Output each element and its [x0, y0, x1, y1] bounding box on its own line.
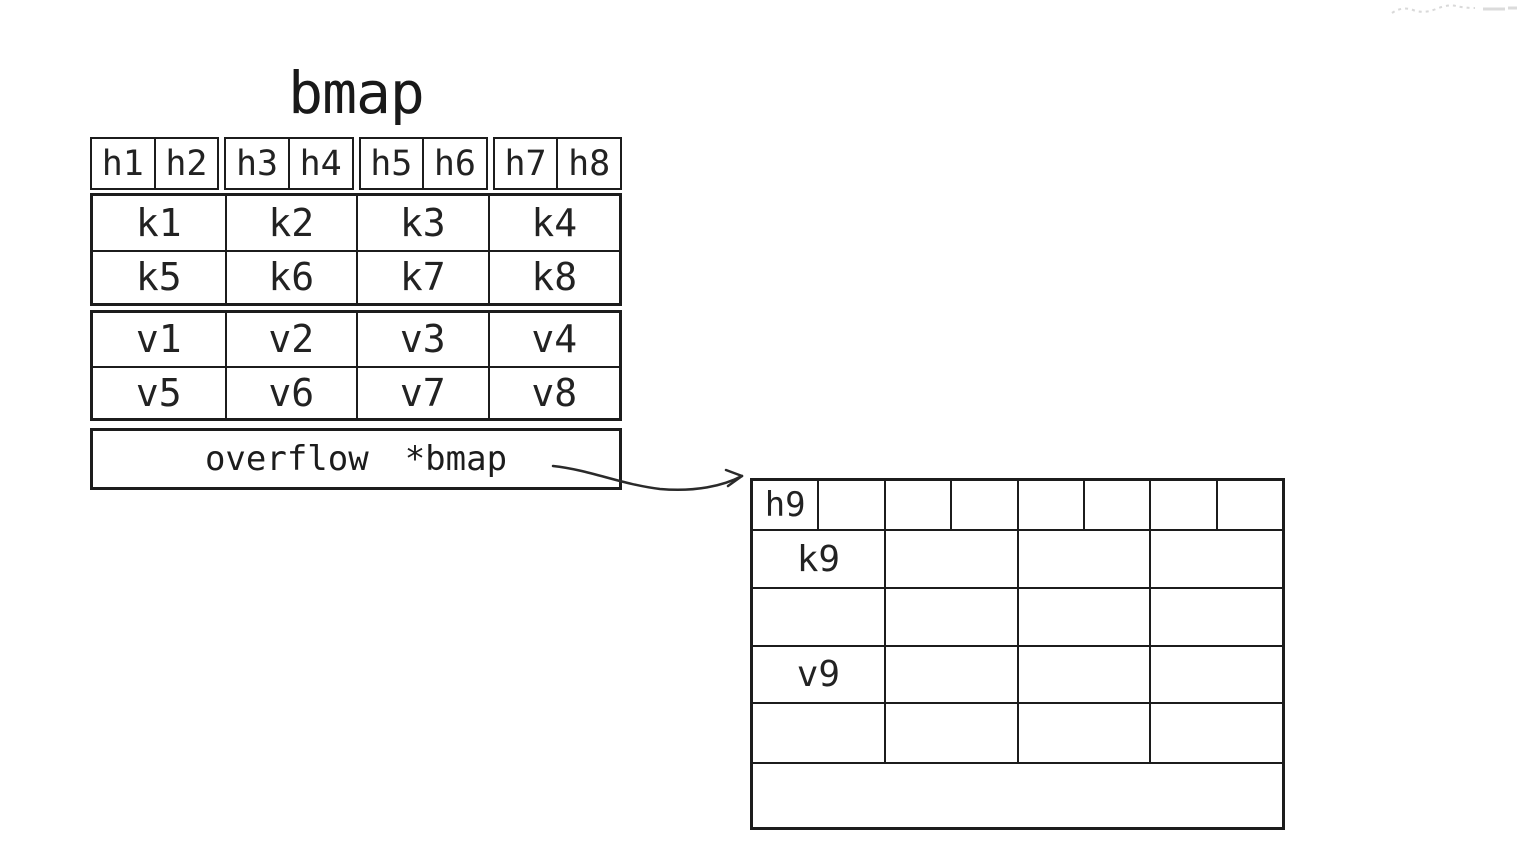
value-cell: v5: [93, 365, 225, 419]
overflow-bucket-overflow-cell: [753, 764, 1282, 827]
value-cell: [753, 704, 884, 762]
hash-cell: h9: [764, 485, 806, 525]
value-cell: [883, 704, 1017, 762]
hash-pair-group: h1 h2: [90, 137, 220, 190]
main-bucket-overflow-cell: overflow *bmap: [90, 428, 622, 490]
main-bucket-hash-row: h1 h2 h3 h4 h5 h6 h7 h8: [90, 137, 622, 190]
overflow-bucket-key-row: k9: [753, 531, 1282, 589]
overflow-bucket-value-row: [753, 704, 1282, 764]
key-cell: k2: [224, 196, 357, 250]
hash-cell: [883, 481, 950, 529]
key-cell: k3: [356, 196, 488, 250]
key-cell: k6: [224, 249, 356, 303]
hash-cell: h1: [101, 143, 144, 184]
value-cell: v7: [356, 365, 488, 418]
key-cell: [883, 589, 1017, 645]
overflow-pointer-arrow: [551, 464, 744, 492]
hash-pair-group: h7 h8: [492, 137, 622, 190]
key-cell: k1: [135, 200, 182, 245]
hash-cell: [1016, 481, 1083, 529]
overflow-bucket-key-row: [753, 589, 1282, 647]
main-bucket-keys-grid: k1 k2 k3 k4 k5 k6 k7 k8: [90, 193, 622, 306]
hash-cell: h3: [235, 143, 279, 184]
value-cell: [1149, 704, 1282, 762]
value-cell: v6: [224, 365, 356, 418]
hash-cell: [1149, 481, 1215, 529]
value-cell: v8: [487, 365, 619, 418]
value-cell: v4: [487, 313, 620, 366]
value-cell: [883, 647, 1017, 702]
hash-cell: h2: [153, 139, 218, 188]
overflow-bucket-hash-row: h9: [753, 481, 1282, 531]
value-cell: [1016, 704, 1150, 762]
hash-cell: [950, 481, 1016, 529]
value-cell: v1: [135, 317, 182, 362]
key-cell: k5: [93, 249, 225, 304]
key-cell: [1016, 589, 1150, 645]
key-cell: [1149, 589, 1282, 645]
hash-cell: h8: [556, 139, 620, 188]
key-cell: k4: [487, 196, 620, 250]
value-cell: v9: [796, 654, 841, 695]
key-cell: [1016, 531, 1150, 587]
hash-cell: [1215, 481, 1282, 529]
overflow-field-label: overflow: [204, 439, 369, 479]
hash-cell: h7: [504, 143, 547, 184]
hash-cell: h4: [287, 139, 352, 188]
overflow-bucket-table: h9 k9 v9: [750, 478, 1285, 830]
hash-cell: [1082, 481, 1149, 529]
hash-pair-group: h3 h4: [224, 137, 354, 190]
key-cell: k9: [796, 538, 841, 580]
overflow-bucket-value-row: v9: [753, 647, 1282, 704]
overflow-type-label: *bmap: [404, 439, 508, 479]
hash-pair-group: h5 h6: [358, 137, 488, 190]
faint-scribble-mark: [1391, 4, 1517, 14]
key-cell: [883, 531, 1017, 587]
main-bucket-values-grid: v1 v2 v3 v4 v5 v6 v7 v8: [90, 310, 622, 421]
value-cell: v3: [356, 313, 488, 366]
value-cell: [1149, 647, 1282, 702]
key-cell: [1149, 531, 1282, 587]
key-cell: [753, 589, 884, 645]
bucket-struct-title: bmap: [288, 59, 425, 127]
hash-cell: [817, 481, 883, 529]
value-cell: [1016, 647, 1150, 702]
hash-cell: h6: [422, 139, 486, 188]
value-cell: v2: [224, 313, 357, 366]
hash-cell: h5: [370, 143, 413, 184]
key-cell: k7: [356, 249, 488, 303]
key-cell: k8: [487, 249, 619, 303]
